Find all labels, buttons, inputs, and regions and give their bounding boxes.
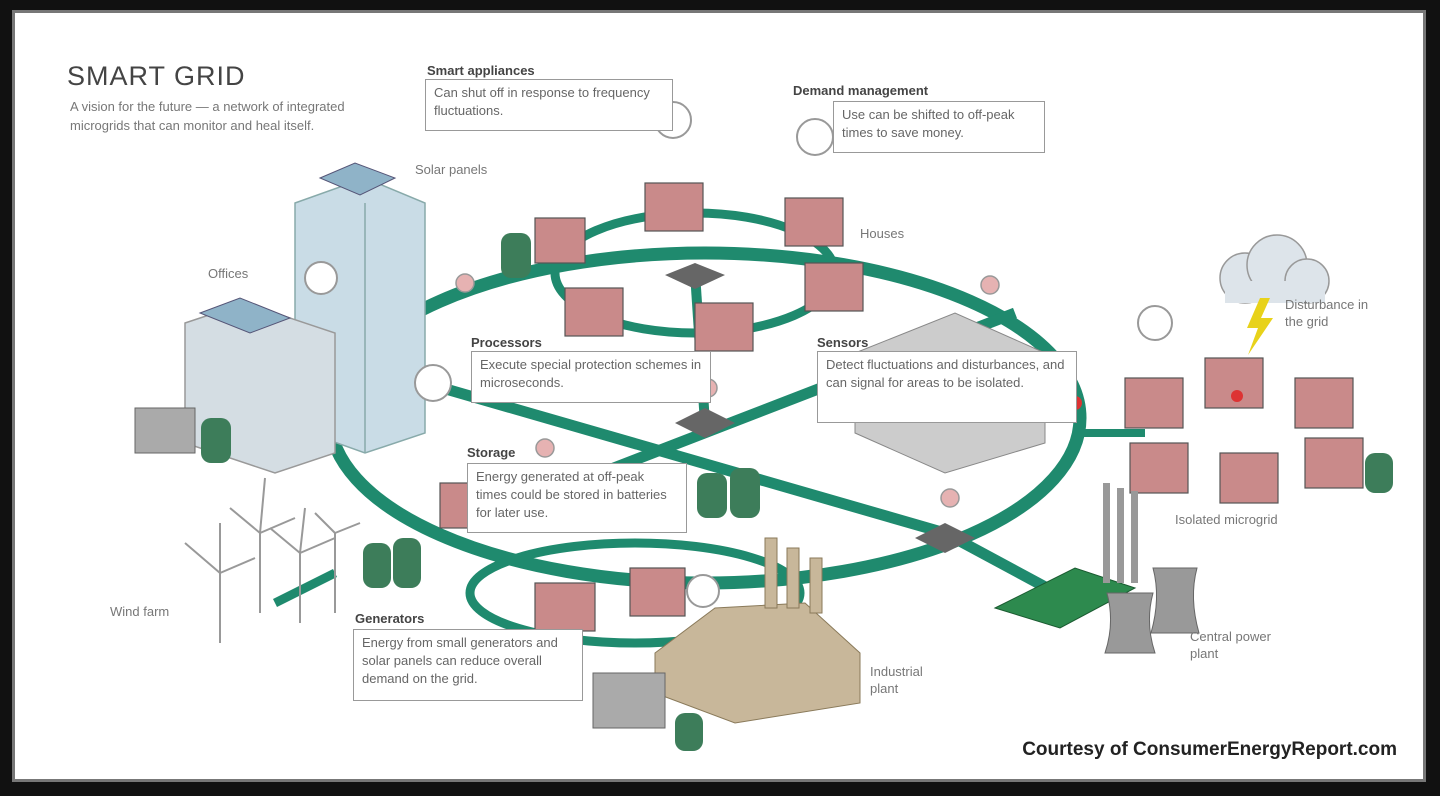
smokestack <box>809 557 823 614</box>
house <box>564 287 624 337</box>
callout-smart-appliances: Can shut off in response to frequency fl… <box>425 79 673 131</box>
red-sensor-alert <box>1231 390 1243 402</box>
callout-sensors: Detect fluctuations and disturbances, an… <box>817 351 1077 423</box>
smokestack <box>1131 491 1138 583</box>
label-industrial-plant: Industrial plant <box>870 664 923 696</box>
callout-head-demand-management: Demand management <box>793 83 929 98</box>
generator-box <box>134 407 196 454</box>
power-plant-base <box>993 567 1137 629</box>
callout-storage: Energy generated at off-peak times could… <box>467 463 687 533</box>
house <box>1129 442 1189 494</box>
callout-head-storage: Storage <box>467 445 516 460</box>
house <box>534 217 586 264</box>
smokestack <box>1117 488 1124 583</box>
generator-box <box>592 672 666 729</box>
label-houses: Houses <box>860 226 905 241</box>
callout-head-generators: Generators <box>355 611 425 626</box>
credit-line: Courtesy of ConsumerEnergyReport.com <box>1022 739 1397 760</box>
grid-node <box>665 263 725 289</box>
house <box>644 182 704 232</box>
industrial-ring <box>465 538 805 648</box>
label-central-power-plant: Central power plant <box>1190 629 1271 661</box>
label-offices: Offices <box>208 266 249 281</box>
grid-line <box>423 377 947 539</box>
label-solar-panels: Solar panels <box>415 162 488 177</box>
house <box>694 302 754 352</box>
grid-line <box>272 568 338 608</box>
diagram-subtitle: A vision for the future — a network of i… <box>70 99 345 133</box>
callout-demand-management: Use can be shifted to off-peak times to … <box>833 101 1045 153</box>
label-disturbance: Disturbance in the grid <box>1285 297 1369 329</box>
house <box>1124 377 1184 429</box>
cooling-tower <box>1104 592 1156 654</box>
storage-tank <box>201 418 231 463</box>
grid-node <box>675 408 735 438</box>
label-wind-farm: Wind farm <box>110 604 170 619</box>
solar-panel <box>198 297 292 334</box>
label-isolated-microgrid: Isolated microgrid <box>1175 512 1278 527</box>
diagram-title: SMART GRID <box>67 61 246 91</box>
solar-panel <box>318 162 397 196</box>
callout-head-processors: Processors <box>471 335 542 350</box>
industrial-plant <box>654 602 861 724</box>
storage-tanks <box>363 233 1393 751</box>
wind-turbines <box>184 477 361 643</box>
house <box>629 567 686 617</box>
house <box>1294 377 1354 429</box>
house <box>534 582 596 632</box>
grid-node <box>915 523 975 553</box>
house <box>784 197 844 247</box>
callout-generators: Energy from small generators and solar p… <box>353 629 583 701</box>
smokestack <box>764 537 778 609</box>
house <box>1304 437 1364 489</box>
callout-head-smart-appliances: Smart appliances <box>427 63 535 78</box>
smokestack <box>1103 483 1110 583</box>
cooling-tower <box>1150 567 1200 634</box>
lightning-bolt-icon <box>1247 298 1273 355</box>
smokestack <box>786 547 800 609</box>
storm-cloud <box>1219 234 1330 304</box>
callout-processors: Execute special protection schemes in mi… <box>471 351 711 403</box>
diagram-canvas: SMART GRID A vision for the future — a n… <box>12 10 1426 782</box>
house <box>804 262 864 312</box>
callout-head-sensors: Sensors <box>817 335 869 350</box>
house <box>1219 452 1279 504</box>
